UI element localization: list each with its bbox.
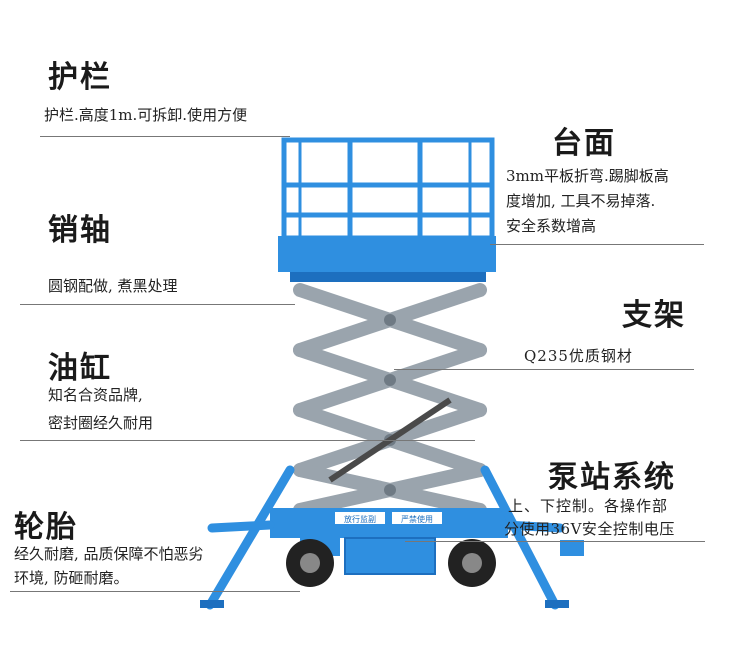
chassis-sign-left: 放行监副 xyxy=(344,514,376,524)
platform-desc-line-3: 安全系数增高 xyxy=(506,217,597,235)
frame-title: 支架 xyxy=(622,298,686,333)
guardrail-title: 护栏 xyxy=(48,60,112,95)
frame-desc-line-1: Q235优质钢材 xyxy=(524,347,633,365)
platform-desc-line-2: 度增加, 工具不易掉落. xyxy=(506,192,656,210)
platform-deck xyxy=(278,236,496,272)
pump-desc-line-1: 上、下控制。各操作部 xyxy=(508,497,669,515)
cylinder-desc-line-2: 密封圈经久耐用 xyxy=(48,414,154,432)
cylinder-desc-line-1: 知名合资品牌, xyxy=(48,386,143,404)
pump-title: 泵站系统 xyxy=(548,460,676,495)
tire-title: 轮胎 xyxy=(14,510,78,545)
wheels xyxy=(286,539,496,587)
tire-desc-line-1: 经久耐磨, 品质保障不怕恶劣 xyxy=(14,545,204,563)
pin-title: 销轴 xyxy=(48,213,112,248)
pump-rule xyxy=(405,541,705,542)
frame-rule xyxy=(394,369,694,370)
cylinder-rule xyxy=(20,440,475,441)
pump-desc-line-2: 分使用36V安全控制电压 xyxy=(504,520,675,538)
cylinder-title: 油缸 xyxy=(48,351,112,386)
guardrail-frame xyxy=(281,137,495,241)
platform-title: 台面 xyxy=(552,126,616,161)
tire-desc-line-2: 环境, 防砸耐磨。 xyxy=(14,569,129,587)
platform-rule xyxy=(490,244,704,245)
platform-desc-line-1: 3mm平板折弯.踢脚板高 xyxy=(506,167,669,185)
chassis-sign-right: 严禁使用 xyxy=(401,514,433,524)
pin-desc-line-1: 圆钢配做, 煮黑处理 xyxy=(48,277,178,295)
guardrail-rule xyxy=(40,136,290,137)
guardrail-desc-line-1: 护栏.高度1m.可拆卸.使用方便 xyxy=(44,106,248,124)
outriggers xyxy=(205,465,565,610)
pin-rule xyxy=(20,304,295,305)
tire-rule xyxy=(10,591,300,592)
